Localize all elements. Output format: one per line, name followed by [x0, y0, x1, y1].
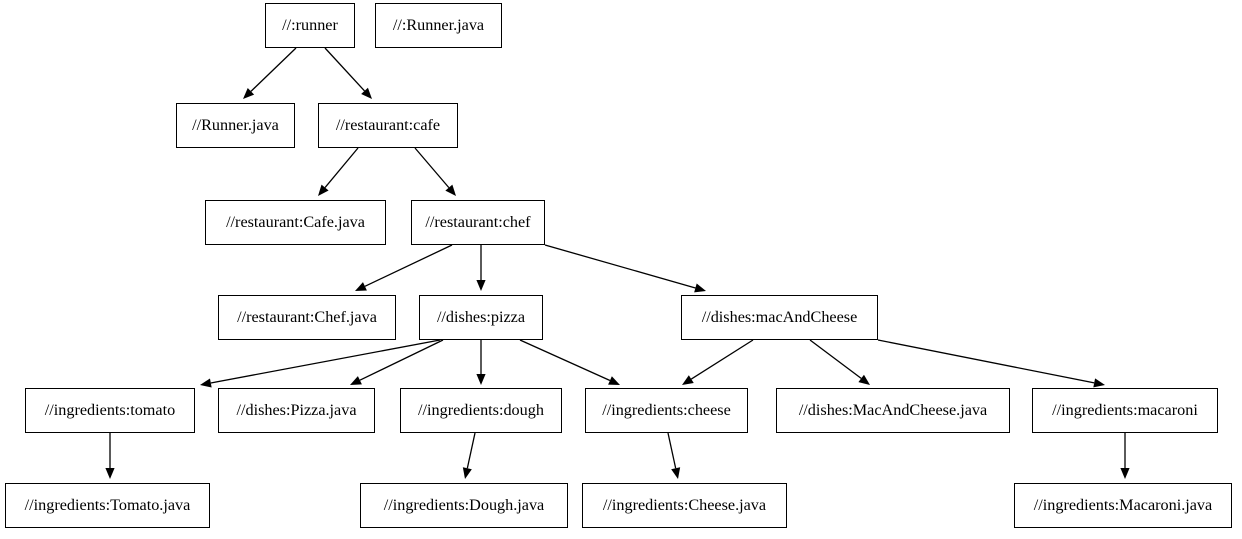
graph-node-chef[interactable]: //restaurant:chef: [411, 200, 545, 245]
graph-node-cheese[interactable]: //ingredients:cheese: [585, 388, 748, 433]
graph-node-tomato[interactable]: //ingredients:tomato: [25, 388, 195, 433]
graph-node-cafe_java[interactable]: //restaurant:Cafe.java: [205, 200, 386, 245]
graph-node-pizza[interactable]: //dishes:pizza: [419, 295, 543, 340]
graph-node-label: //dishes:Pizza.java: [236, 401, 357, 420]
graph-node-macandcheese[interactable]: //dishes:macAndCheese: [681, 295, 878, 340]
graph-node-macaroni_java[interactable]: //ingredients:Macaroni.java: [1014, 483, 1232, 528]
graph-node-dough_java[interactable]: //ingredients:Dough.java: [360, 483, 568, 528]
graph-node-label: //restaurant:Chef.java: [237, 308, 377, 327]
graph-node-label: //ingredients:cheese: [602, 401, 731, 420]
graph-node-root_runner_java[interactable]: //:Runner.java: [375, 3, 502, 48]
graph-node-label: //ingredients:Dough.java: [383, 496, 545, 515]
graph-node-label: //Runner.java: [192, 116, 279, 135]
graph-node-label: //ingredients:Cheese.java: [602, 496, 767, 515]
graph-node-cheese_java[interactable]: //ingredients:Cheese.java: [582, 483, 787, 528]
graph-node-label: //dishes:macAndCheese: [701, 308, 858, 327]
graph-node-label: //ingredients:Tomato.java: [24, 496, 191, 515]
graph-node-macandcheese_java[interactable]: //dishes:MacAndCheese.java: [776, 388, 1010, 433]
graph-node-label: //dishes:MacAndCheese.java: [798, 401, 988, 420]
graph-node-chef_java[interactable]: //restaurant:Chef.java: [218, 295, 396, 340]
graph-node-dough[interactable]: //ingredients:dough: [400, 388, 562, 433]
graph-node-label: //dishes:pizza: [436, 308, 526, 327]
graph-node-label: //restaurant:chef: [425, 213, 531, 232]
graph-node-label: //:Runner.java: [392, 16, 485, 35]
graph-node-label: //ingredients:Macaroni.java: [1033, 496, 1213, 515]
graph-node-label: //:runner: [282, 16, 338, 35]
graph-node-label: //ingredients:macaroni: [1052, 401, 1198, 420]
graph-node-runner[interactable]: //:runner: [265, 3, 355, 48]
graph-node-label: //ingredients:tomato: [44, 401, 176, 420]
graph-node-label: //restaurant:Cafe.java: [226, 213, 365, 232]
graph-node-label: //ingredients:dough: [418, 401, 544, 420]
graph-node-runner_java[interactable]: //Runner.java: [176, 103, 295, 148]
graph-node-macaroni[interactable]: //ingredients:macaroni: [1032, 388, 1218, 433]
graph-node-cafe[interactable]: //restaurant:cafe: [318, 103, 458, 148]
graph-node-label: //restaurant:cafe: [335, 116, 441, 135]
graph-node-pizza_java[interactable]: //dishes:Pizza.java: [218, 388, 375, 433]
graph-node-tomato_java[interactable]: //ingredients:Tomato.java: [5, 483, 210, 528]
